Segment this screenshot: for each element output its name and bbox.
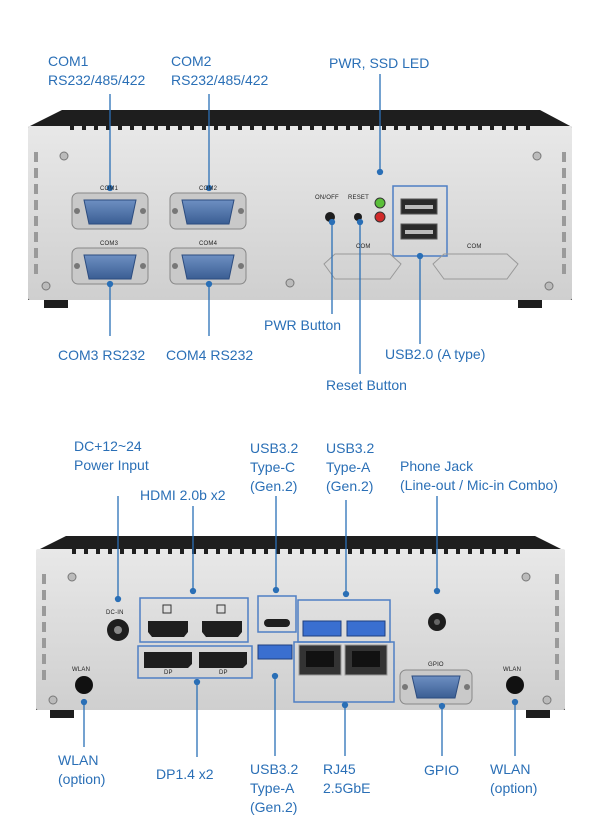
reset-button-label: Reset Button: [326, 377, 407, 393]
com-knockout-text-a: COM: [356, 244, 371, 250]
usb32-typec-label: USB3.2 Type-C (Gen.2): [250, 439, 298, 496]
gpio-panel-text: GPIO: [428, 662, 444, 668]
phone-jack-line2: (Line-out / Mic-in Combo): [400, 477, 558, 493]
com1-label: COM1 RS232/485/422: [48, 52, 145, 90]
usb20-label: USB2.0 (A type): [385, 346, 486, 362]
front-side-vents: [34, 152, 566, 274]
com1-panel-text: COM1: [100, 186, 119, 192]
wlan-right-panel-text: WLAN: [503, 667, 522, 673]
pwr-button-label: PWR Button: [264, 317, 342, 333]
rj45-label: RJ45 2.5GbE: [323, 760, 370, 798]
usb32-typea-bottom-label: USB3.2 Type-A (Gen.2): [250, 760, 298, 817]
com4-label: COM4 RS232: [166, 347, 254, 363]
com1-label-line2: RS232/485/422: [48, 72, 146, 88]
hdmi-port-1: [148, 621, 188, 637]
rj45-line2: 2.5GbE: [323, 780, 371, 796]
gpio-port: [399, 669, 473, 705]
rear-heatsink-fins: [72, 538, 520, 554]
wlan-right-line2: (option): [490, 780, 538, 796]
phone-jack-label: Phone Jack (Line-out / Mic-in Combo): [400, 457, 558, 495]
usb-c-port: [264, 619, 290, 627]
rj45-line1: RJ45: [323, 761, 356, 777]
wlan-left-antenna: [75, 676, 93, 694]
usb32-typec-line2: Type-C: [250, 459, 296, 475]
pwr-led: [374, 197, 386, 209]
com3-panel-text: COM3: [100, 241, 119, 247]
usb32-typea-bottom-line1: USB3.2: [250, 761, 299, 777]
usb32-typec-line3: (Gen.2): [250, 478, 298, 494]
com-knockout-text-b: COM: [467, 244, 482, 250]
rear-side-vents: [42, 574, 559, 680]
com1-label-line1: COM1: [48, 53, 89, 69]
com4-port: [169, 247, 247, 285]
usb32-typea-bottom-line3: (Gen.2): [250, 799, 298, 815]
wlan-left-line2: (option): [58, 771, 106, 787]
wlan-left-panel-text: WLAN: [72, 667, 91, 673]
dc-in-label-line2: Power Input: [74, 457, 149, 473]
dc-in-label-line1: DC+12~24: [74, 438, 142, 454]
usb32-a-port-2: [346, 620, 386, 637]
usb32-typea-top-line1: USB3.2: [326, 440, 375, 456]
pwr-ssd-led-label: PWR, SSD LED: [329, 55, 430, 71]
dp-port-2: [199, 652, 247, 668]
com3-label: COM3 RS232: [58, 347, 146, 363]
com2-label-line2: RS232/485/422: [171, 72, 269, 88]
dc-in-panel-text: DC-IN: [106, 610, 124, 616]
dp-port-1: [144, 652, 192, 668]
usb32-a-port-1: [302, 620, 342, 637]
onoff-panel-text: ON/OFF: [315, 195, 339, 201]
usb32-typea-bottom-line2: Type-A: [250, 780, 295, 796]
dc-in-label: DC+12~24 Power Input: [74, 437, 149, 475]
usb32-typec-line1: USB3.2: [250, 440, 299, 456]
usb32-typea-top-label: USB3.2 Type-A (Gen.2): [326, 439, 374, 496]
usb32-typea-top-line3: (Gen.2): [326, 478, 374, 494]
hdmi-port-2: [202, 621, 242, 637]
hdmi-label: HDMI 2.0b x2: [140, 487, 226, 503]
ssd-led: [374, 211, 386, 223]
wlan-right-label: WLAN (option): [490, 760, 537, 798]
wlan-right-antenna: [506, 676, 524, 694]
wlan-left-line1: WLAN: [58, 752, 99, 768]
front-heatsink-fins: [70, 112, 530, 130]
gpio-label: GPIO: [424, 762, 460, 778]
com2-port: [169, 192, 247, 230]
usb32-typea-top-line2: Type-A: [326, 459, 371, 475]
wlan-left-label: WLAN (option): [58, 751, 105, 789]
dp-label: DP1.4 x2: [156, 766, 214, 782]
wlan-right-line1: WLAN: [490, 761, 531, 777]
front-panel: [28, 74, 572, 374]
com2-panel-text: COM2: [199, 186, 218, 192]
dp2-panel-text: DP: [219, 670, 228, 676]
com2-label: COM2 RS232/485/422: [171, 52, 268, 90]
com2-label-line1: COM2: [171, 53, 212, 69]
com1-port: [71, 192, 149, 230]
com3-port: [71, 247, 149, 285]
usb32-a-single: [257, 644, 293, 660]
rear-panel: [36, 496, 565, 757]
phone-jack-line1: Phone Jack: [400, 458, 474, 474]
com4-panel-text: COM4: [199, 241, 218, 247]
dp1-panel-text: DP: [164, 670, 173, 676]
reset-panel-text: RESET: [348, 195, 370, 201]
